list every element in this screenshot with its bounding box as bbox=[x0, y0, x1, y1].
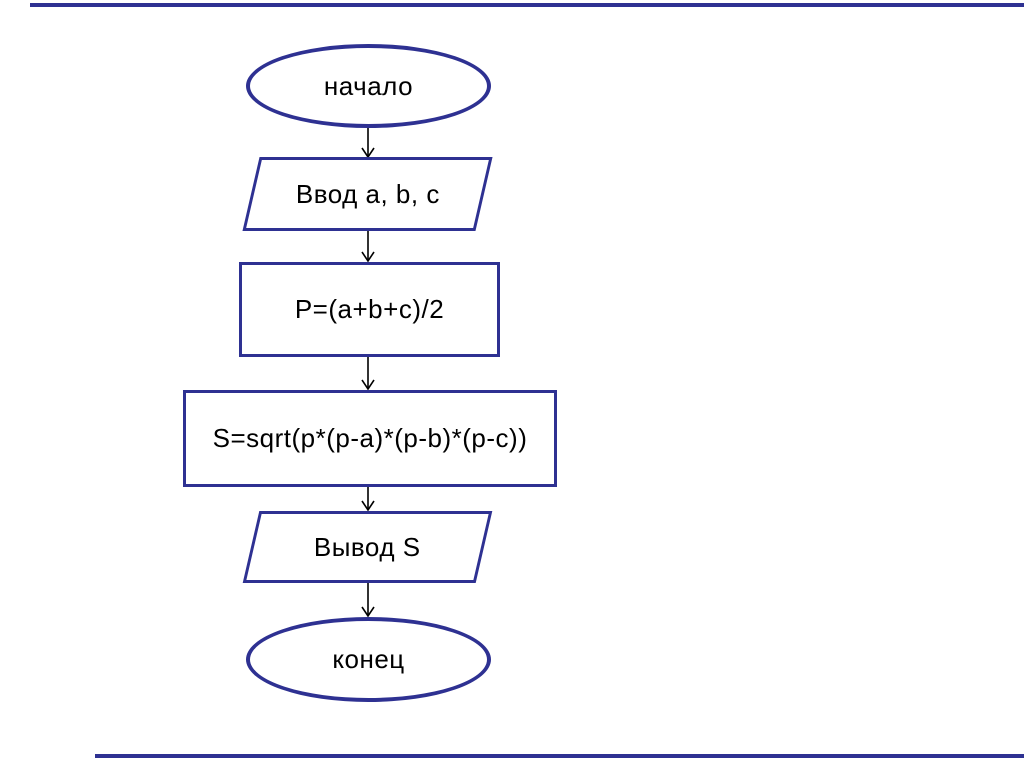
flow-arrow-down-icon bbox=[358, 583, 378, 617]
flow-arrow-down-icon bbox=[358, 357, 378, 390]
node-label-end: конец bbox=[332, 644, 405, 674]
node-label-compute-p: P=(a+b+c)/2 bbox=[294, 294, 445, 324]
node-label-compute-s: S=sqrt(p*(p-a)*(p-b)*(p-c)) bbox=[212, 423, 528, 453]
node-label-start: начало bbox=[323, 70, 414, 101]
flowchart-node-output-s: Вывод S bbox=[242, 511, 493, 583]
slide-bottom-border-line bbox=[95, 754, 1024, 758]
flow-arrow-down-icon bbox=[358, 128, 378, 158]
flowchart-node-compute-p: P=(a+b+c)/2 bbox=[239, 262, 500, 357]
flowchart-node-start: начало bbox=[246, 44, 491, 128]
flowchart-node-compute-s: S=sqrt(p*(p-a)*(p-b)*(p-c)) bbox=[183, 390, 557, 487]
flowchart-node-input-abc: Ввод a, b, c bbox=[242, 157, 493, 231]
flow-arrow-down-icon bbox=[358, 231, 378, 262]
flow-arrow-down-icon bbox=[358, 487, 378, 511]
flowchart-node-end: конец bbox=[246, 617, 491, 702]
slide-top-border-line bbox=[30, 3, 1024, 7]
node-label-input-abc: Ввод a, b, c bbox=[295, 178, 440, 209]
node-label-output-s: Вывод S bbox=[314, 531, 421, 562]
